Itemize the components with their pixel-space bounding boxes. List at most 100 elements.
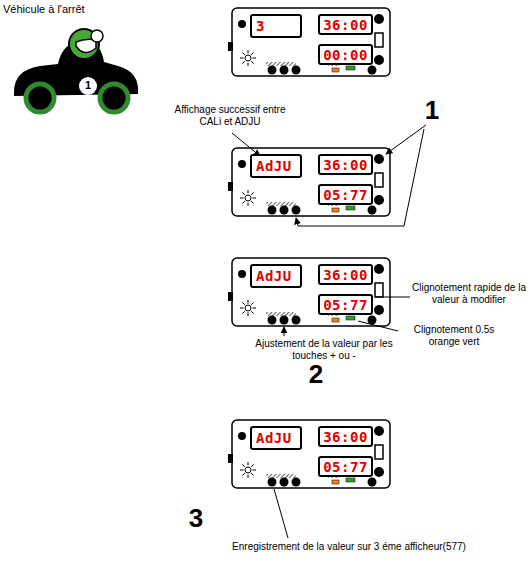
leader-line <box>376 297 410 298</box>
value-display: 05:77 <box>318 184 373 205</box>
display-reading: 05:77 <box>323 459 368 475</box>
sensor-ray <box>242 311 244 313</box>
display-reading: AdJU <box>256 268 292 284</box>
mode-display: AdJU <box>250 264 302 288</box>
key-button <box>268 478 277 487</box>
display-reading: 00:00 <box>323 47 368 63</box>
callout-number: 2 <box>304 360 328 390</box>
car-wheel <box>26 84 54 112</box>
orange-lamp <box>332 318 339 322</box>
side-button <box>374 154 384 164</box>
leader-line <box>274 489 288 538</box>
indicator-dot <box>238 270 246 278</box>
page-title: Véhicule à l'arrêt <box>3 3 85 15</box>
meter-panel <box>228 420 390 488</box>
light-sensor <box>245 467 251 473</box>
mode-display: 3 <box>250 14 302 38</box>
side-switch <box>375 283 383 297</box>
key-button <box>268 206 277 215</box>
sensor-ray <box>253 58 257 59</box>
key-strip <box>266 202 296 206</box>
sensor-ray <box>248 313 249 317</box>
sensor-ray <box>251 201 253 203</box>
light-sensor <box>245 305 251 311</box>
green-lamp <box>346 206 355 210</box>
green-lamp <box>346 478 355 482</box>
meter-panel <box>228 148 390 216</box>
key-button <box>280 206 289 215</box>
key-button <box>368 316 377 325</box>
key-button <box>292 478 301 487</box>
key-strip <box>266 62 296 66</box>
car-wheel <box>100 84 128 112</box>
sensor-ray <box>251 302 253 304</box>
orange-lamp <box>332 480 339 484</box>
display-reading: AdJU <box>256 430 292 446</box>
helmet-visor <box>91 30 103 42</box>
sensor-ray <box>242 464 244 466</box>
sensor-ray <box>248 475 249 479</box>
green-lamp <box>346 316 355 320</box>
car-number: 1 <box>80 79 96 92</box>
annotation-note: Enregistrement de la valeur sur 3 éme af… <box>218 541 480 553</box>
side-button <box>374 14 384 24</box>
value-display: 05:77 <box>318 456 373 477</box>
side-button <box>374 426 384 436</box>
callout-number: 3 <box>184 504 208 534</box>
sensor-ray <box>251 192 253 194</box>
leader-group <box>232 125 426 538</box>
key-button <box>280 478 289 487</box>
value-display: 36:00 <box>318 264 373 285</box>
sensor-ray <box>242 192 244 194</box>
value-display: 36:00 <box>318 154 373 175</box>
side-switch <box>375 33 383 47</box>
sensor-ray <box>248 190 249 194</box>
key-button <box>292 206 301 215</box>
display-reading: 36:00 <box>323 157 368 173</box>
key-button <box>292 66 301 75</box>
key-button <box>280 66 289 75</box>
display-reading: 05:77 <box>323 297 368 313</box>
number-disc <box>79 77 97 95</box>
sensor-ray <box>248 300 249 304</box>
light-sensor <box>245 55 251 61</box>
sensor-ray <box>251 61 253 63</box>
sensor-ray <box>248 50 249 54</box>
side-switch <box>375 445 383 459</box>
key-strip <box>266 312 296 316</box>
panel-housing <box>232 148 390 216</box>
annotation-note: Clignotement 0.5s orange vert <box>398 324 510 347</box>
green-lamp <box>346 66 355 70</box>
key-button <box>268 66 277 75</box>
side-button <box>374 305 384 315</box>
sensor-ray <box>248 63 249 67</box>
sensor-ray <box>251 464 253 466</box>
sensor-ray <box>248 462 249 466</box>
side-tab <box>228 292 233 301</box>
panel-housing <box>232 258 390 326</box>
value-display: 05:77 <box>318 294 373 315</box>
panel-housing <box>232 420 390 488</box>
display-reading: 05:77 <box>323 187 368 203</box>
display-reading: AdJU <box>256 158 292 174</box>
key-strip <box>266 474 296 478</box>
side-button <box>374 467 384 477</box>
display-reading: 36:00 <box>323 429 368 445</box>
annotation-note: Clignotement rapide de la valeur à modif… <box>412 282 526 305</box>
panel-housing <box>232 8 390 76</box>
side-tab <box>228 42 233 51</box>
meter-panel <box>228 258 390 326</box>
race-car <box>14 29 138 112</box>
mode-display: AdJU <box>250 154 302 178</box>
value-display: 36:00 <box>318 14 373 35</box>
side-switch <box>375 173 383 187</box>
panel-group <box>228 8 390 488</box>
display-reading: 36:00 <box>323 17 368 33</box>
leader-line <box>358 321 398 331</box>
side-button <box>374 264 384 274</box>
sensor-ray <box>248 203 249 207</box>
display-reading: 36:00 <box>323 267 368 283</box>
sensor-ray <box>242 302 244 304</box>
orange-lamp <box>332 208 339 212</box>
